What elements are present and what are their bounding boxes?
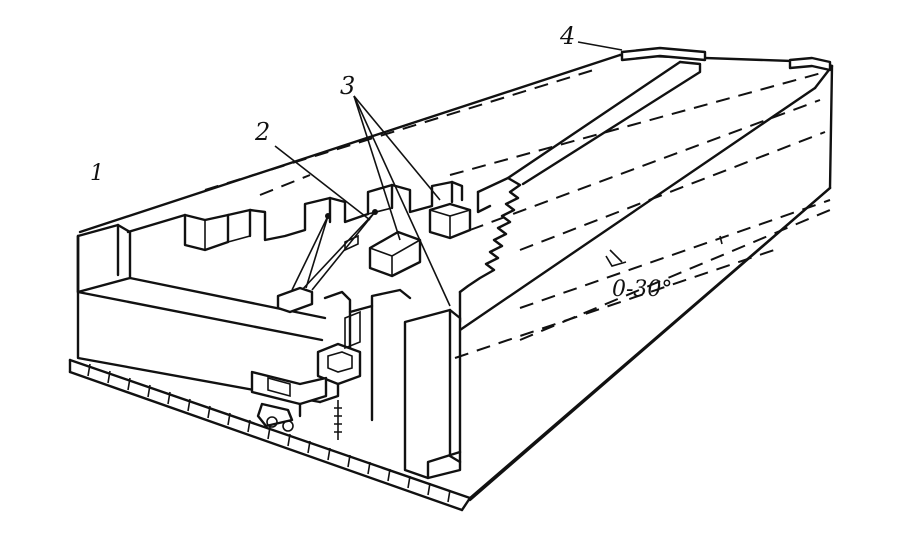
end-cap-plate	[620, 46, 832, 72]
small-tick	[719, 235, 723, 245]
central-column	[316, 288, 412, 422]
label-3: 3	[340, 72, 355, 100]
leader-lines	[274, 41, 627, 307]
tilt-angle-label: 0-30°	[612, 277, 672, 302]
label-4: 4	[559, 22, 575, 50]
label-1: 1	[90, 161, 104, 186]
bottom-rail	[68, 186, 832, 512]
left-end-wall	[76, 223, 327, 404]
right-front-wall	[403, 308, 462, 480]
label-2: 2	[254, 118, 270, 146]
dashed-guides	[204, 67, 831, 359]
trolley	[250, 370, 342, 440]
stepped-inner-wall	[126, 180, 464, 252]
lifting-mechanism	[276, 209, 378, 314]
serrated-divider	[458, 60, 702, 324]
